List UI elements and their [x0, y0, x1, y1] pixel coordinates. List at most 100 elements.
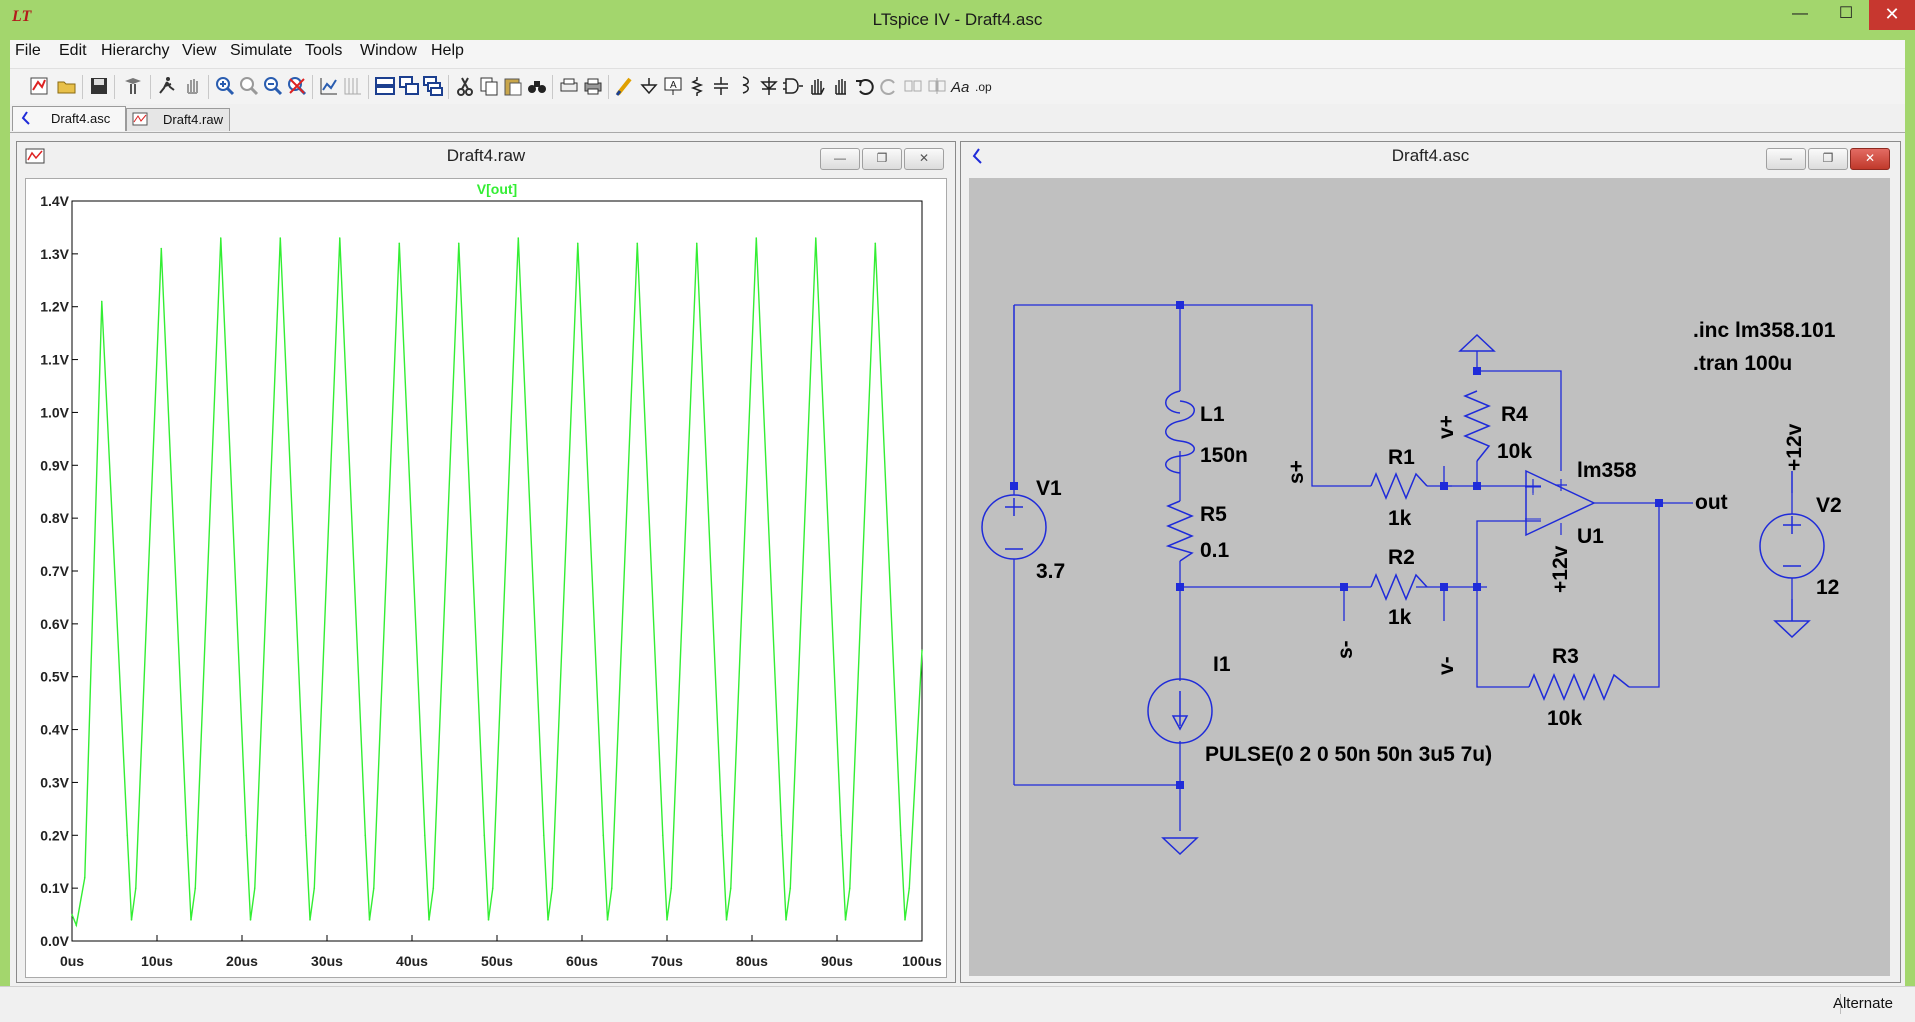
autorange-icon[interactable]	[318, 75, 340, 97]
find-icon[interactable]	[526, 75, 548, 97]
copy-icon[interactable]	[478, 75, 500, 97]
move-icon[interactable]	[806, 75, 828, 97]
menu-help[interactable]: Help	[431, 42, 464, 59]
y-tick-label: 0.8V	[40, 510, 69, 526]
tab-label: Draft4.asc	[51, 111, 111, 126]
save-icon[interactable]	[88, 75, 110, 97]
i1-value: PULSE(0 2 0 50n 50n 3u5 7u)	[1205, 743, 1492, 766]
x-tick-label: 30us	[311, 953, 343, 969]
tile-horizontal-icon[interactable]	[374, 75, 396, 97]
data-point	[670, 887, 673, 889]
data-point	[398, 242, 401, 245]
ground-icon[interactable]	[638, 75, 660, 97]
data-point	[134, 887, 137, 889]
paste-icon[interactable]	[502, 75, 524, 97]
ground-symbol[interactable]	[1161, 837, 1199, 856]
resistor-r2-symbol[interactable]	[1370, 573, 1428, 601]
x-tick-label: 20us	[226, 953, 258, 969]
wire-icon[interactable]	[614, 75, 636, 97]
data-point	[780, 834, 783, 837]
cut-icon[interactable]	[454, 75, 476, 97]
maximize-button[interactable]: ☐	[1838, 5, 1854, 22]
minimize-button[interactable]: —	[1792, 5, 1808, 22]
series-line-vout[interactable]	[71, 237, 923, 928]
directive-tran[interactable]: .tran 100u	[1693, 352, 1792, 375]
inductor-l1-symbol[interactable]	[1165, 390, 1195, 474]
directive-inc[interactable]: .inc lm358.101	[1693, 319, 1836, 342]
pan-icon[interactable]	[182, 75, 204, 97]
print-setup-icon[interactable]	[558, 75, 580, 97]
plot-close-button[interactable]: ✕	[904, 148, 944, 170]
menu-edit[interactable]: Edit	[59, 42, 87, 59]
data-point	[83, 876, 86, 879]
run-icon[interactable]	[156, 75, 178, 97]
r1-name: R1	[1388, 446, 1415, 469]
i1-name: I1	[1213, 653, 1231, 676]
text-icon[interactable]: Aa	[950, 75, 972, 97]
data-point	[874, 242, 877, 245]
label-net-icon[interactable]: A	[662, 75, 684, 97]
data-point	[219, 237, 222, 239]
plot-restore-button[interactable]: ❐	[862, 148, 902, 170]
mirror-icon[interactable]	[926, 75, 948, 97]
opamp-u1-symbol[interactable]	[1525, 469, 1596, 537]
print-icon[interactable]	[582, 75, 604, 97]
resistor-r3-symbol[interactable]	[1528, 673, 1630, 701]
schematic-canvas[interactable]: V1 3.7 V2 12 L1 150n R5 0.1 R1 1k R2 1k …	[969, 178, 1890, 976]
diode-icon[interactable]	[758, 75, 780, 97]
open-icon[interactable]	[56, 75, 78, 97]
trace-label[interactable]: V[out]	[477, 181, 517, 197]
waveform-chart[interactable]: V[out] 0.0V0.1V0.2V0.3V0.4V0.5V0.6V0.7V0…	[26, 179, 946, 977]
undo-icon[interactable]	[854, 75, 876, 97]
zoom-in-icon[interactable]	[214, 75, 236, 97]
drag-icon[interactable]	[830, 75, 852, 97]
schematic-window-titlebar[interactable]: Draft4.asc — ❐ ✕	[961, 142, 1900, 170]
data-point	[279, 237, 282, 239]
zoom-cancel-icon[interactable]	[286, 75, 308, 97]
zoom-full-icon[interactable]	[238, 75, 260, 97]
resistor-icon[interactable]	[686, 75, 708, 97]
schematic-icon	[21, 111, 30, 125]
resistor-r4-symbol[interactable]	[1463, 390, 1491, 462]
capacitor-icon[interactable]	[710, 75, 732, 97]
data-point	[364, 834, 367, 837]
schem-minimize-button[interactable]: —	[1766, 148, 1806, 170]
title-bar[interactable]: LT LTspice IV - Draft4.asc — ☐ ✕	[0, 0, 1915, 40]
ground-symbol[interactable]	[1773, 620, 1811, 639]
menu-tools[interactable]: Tools	[305, 42, 343, 59]
ground-symbol[interactable]	[1458, 333, 1496, 352]
schem-close-button[interactable]: ✕	[1850, 148, 1890, 170]
tab-draft4-raw[interactable]: Draft4.raw	[126, 108, 230, 131]
tile-vertical-icon[interactable]	[422, 75, 444, 97]
menu-file[interactable]: File	[15, 42, 41, 59]
zoom-out-icon[interactable]	[262, 75, 284, 97]
new-schematic-icon[interactable]	[28, 75, 50, 97]
resistor-r5-symbol[interactable]	[1165, 500, 1194, 562]
component-icon[interactable]	[782, 75, 804, 97]
voltage-source-v1-symbol[interactable]	[981, 494, 1047, 560]
menu-window[interactable]: Window	[360, 42, 417, 59]
plot-minimize-button[interactable]: —	[820, 148, 860, 170]
waveform-grid-icon[interactable]	[342, 75, 364, 97]
menu-simulate[interactable]: Simulate	[230, 42, 293, 59]
menu-view[interactable]: View	[182, 42, 217, 59]
y-tick-label: 0.0V	[40, 933, 69, 949]
redo-icon[interactable]	[878, 75, 900, 97]
waveform-window-titlebar[interactable]: Draft4.raw — ❐ ✕	[17, 142, 955, 170]
schem-restore-button[interactable]: ❐	[1808, 148, 1848, 170]
cascade-icon[interactable]	[398, 75, 420, 97]
resistor-r1-symbol[interactable]	[1370, 472, 1428, 500]
current-source-i1-symbol[interactable]	[1147, 678, 1213, 744]
data-point	[547, 919, 549, 921]
menu-hierarchy[interactable]: Hierarchy	[101, 42, 170, 59]
junction-dots	[1010, 301, 1663, 789]
spice-directive-icon[interactable]: .op	[974, 75, 996, 97]
control-panel-icon[interactable]	[122, 75, 144, 97]
tab-draft4-asc[interactable]: Draft4.asc	[12, 106, 126, 131]
close-button[interactable]: ✕	[1869, 0, 1915, 30]
rotate-icon[interactable]	[902, 75, 924, 97]
voltage-source-v2-symbol[interactable]	[1759, 513, 1825, 579]
data-point	[666, 919, 668, 921]
inductor-icon[interactable]	[734, 75, 756, 97]
